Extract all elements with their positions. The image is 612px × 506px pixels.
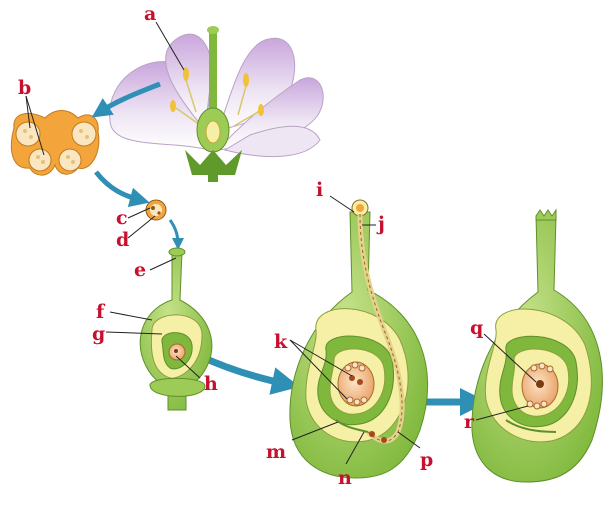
filament — [237, 85, 247, 116]
fertilized-pistil — [471, 208, 603, 483]
antipodal-cell — [546, 365, 554, 373]
label-r: r — [464, 411, 475, 433]
pollen-grain — [145, 199, 167, 221]
egg-apparatus — [346, 396, 354, 404]
antipodal-cell — [351, 361, 359, 369]
fertilization-pistil — [289, 199, 429, 479]
sperm-nucleus — [369, 431, 375, 437]
label-k: k — [274, 331, 288, 353]
pollen-sac — [28, 148, 52, 172]
small-pistil — [139, 247, 213, 411]
labels: a b c d e f g h i j k m n p q r — [18, 3, 483, 489]
anther — [258, 104, 264, 116]
polar-nuclei — [349, 375, 355, 381]
petal-bottom-right — [223, 125, 321, 157]
pollen-tube-center — [359, 213, 403, 442]
antipodal-cell — [530, 364, 538, 372]
label-c: c — [116, 207, 128, 229]
label-e: e — [134, 259, 146, 281]
style — [209, 30, 217, 120]
zygote — [526, 400, 534, 408]
polar-nuclei — [357, 379, 363, 385]
filament — [175, 107, 201, 126]
arrow-flower-to-anther — [91, 81, 161, 118]
filament — [233, 111, 259, 127]
anther-cross-section — [10, 110, 100, 176]
filament — [185, 79, 197, 113]
label-g: g — [92, 323, 105, 345]
antipodal-cell — [344, 364, 352, 372]
label-d: d — [116, 229, 129, 251]
leader-lines — [25, 21, 537, 465]
anther — [170, 100, 176, 112]
label-a: a — [144, 3, 156, 25]
pollen-sac — [58, 148, 82, 172]
micropyle — [335, 419, 369, 433]
label-m: m — [266, 441, 286, 463]
label-n: n — [338, 467, 352, 489]
egg-apparatus — [360, 396, 368, 404]
arrow-anther-to-pollen — [94, 170, 150, 208]
ovule — [205, 120, 221, 144]
receptacle — [208, 170, 218, 182]
label-q: q — [470, 317, 483, 339]
label-p: p — [420, 449, 433, 471]
right-stigma — [535, 208, 557, 221]
arrow-pollen-to-pistil — [168, 219, 184, 250]
pollen-sac — [15, 121, 41, 147]
label-j: j — [376, 213, 385, 235]
stigma — [207, 26, 219, 34]
tube-nucleus — [381, 437, 387, 443]
label-h: h — [204, 373, 218, 395]
synergid — [533, 402, 541, 410]
pollen-sac — [71, 121, 97, 147]
anther — [243, 73, 249, 87]
small-stigma — [168, 247, 186, 257]
egg-apparatus — [353, 398, 361, 406]
label-i: i — [316, 179, 323, 201]
label-f: f — [96, 301, 106, 323]
anther-a — [183, 67, 189, 81]
antipodal-cell — [538, 362, 546, 370]
primary-endosperm-nucleus — [536, 380, 544, 388]
sepals — [185, 150, 242, 175]
synergid — [540, 400, 548, 408]
flower — [109, 26, 324, 182]
label-b: b — [18, 77, 31, 99]
antipodal-cell — [358, 364, 366, 372]
